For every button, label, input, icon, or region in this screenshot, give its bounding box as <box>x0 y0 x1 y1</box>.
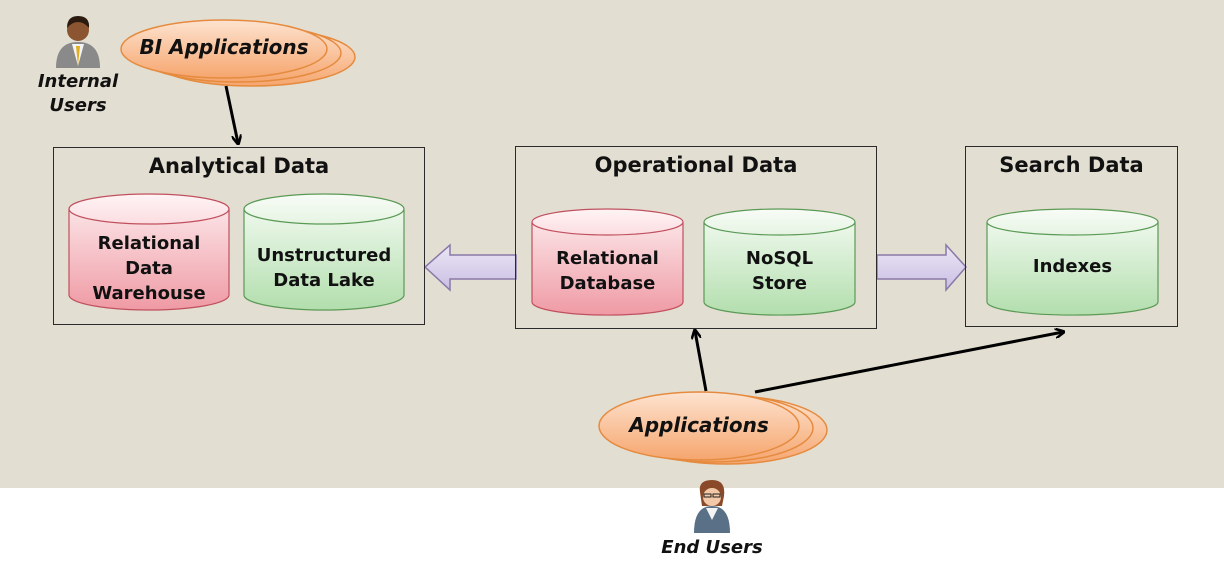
internal-users-line2: Users <box>49 95 107 116</box>
store-label-line: Store <box>751 273 808 294</box>
store-label-line: Indexes <box>1032 256 1113 277</box>
cylinder-icon <box>68 193 230 311</box>
applications-node <box>598 391 828 465</box>
search-data-title: Search Data <box>999 153 1144 177</box>
store-label: Indexes <box>986 254 1159 279</box>
end-users-label: End Users <box>661 537 763 558</box>
analytical-data-group: Analytical Data Relational Data Warehous… <box>53 147 425 325</box>
cylinder-icon <box>531 208 684 316</box>
indexes-store: Indexes <box>986 208 1159 318</box>
store-label: Unstructured Data Lake <box>243 243 405 293</box>
bi-applications-label: BI Applications <box>139 35 309 59</box>
store-label-line: Relational <box>97 233 201 254</box>
bi-applications-node <box>120 19 356 87</box>
businessman-icon <box>56 16 100 68</box>
store-label-line: Data Lake <box>273 270 375 291</box>
store-label: Relational Data Warehouse <box>68 231 230 306</box>
businesswoman-icon <box>694 480 730 533</box>
store-label-line: Warehouse <box>92 283 206 304</box>
arrow-apps-to-operational <box>695 331 708 392</box>
store-label-line: Data <box>125 258 173 279</box>
applications-label: Applications <box>629 413 769 437</box>
analytical-data-title: Analytical Data <box>148 154 330 178</box>
cylinder-icon <box>243 193 405 311</box>
cylinder-icon <box>986 208 1159 316</box>
internal-users-line1: Internal <box>37 71 119 92</box>
relational-data-warehouse-store: Relational Data Warehouse <box>68 193 230 313</box>
operational-data-group: Operational Data Relational Database NoS… <box>515 146 877 329</box>
internal-users-label: Internal Users <box>26 70 130 118</box>
store-label-line: NoSQL <box>745 248 814 269</box>
store-label: Relational Database <box>531 246 684 296</box>
store-label-line: Database <box>559 273 656 294</box>
search-data-group: Search Data Indexes <box>965 146 1178 327</box>
nosql-store: NoSQL Store <box>703 208 856 318</box>
cylinder-icon <box>703 208 856 316</box>
operational-data-title: Operational Data <box>594 153 798 177</box>
arrow-bi-to-analytical <box>224 85 238 143</box>
relational-database-store: Relational Database <box>531 208 684 318</box>
store-label-line: Relational <box>556 248 659 269</box>
unstructured-data-lake-store: Unstructured Data Lake <box>243 193 405 313</box>
block-arrow-operational-to-search <box>876 243 968 293</box>
block-arrow-operational-to-analytical <box>423 243 517 292</box>
store-label: NoSQL Store <box>703 246 856 296</box>
store-label-line: Unstructured <box>256 245 392 266</box>
arrow-apps-to-search <box>754 332 1063 394</box>
